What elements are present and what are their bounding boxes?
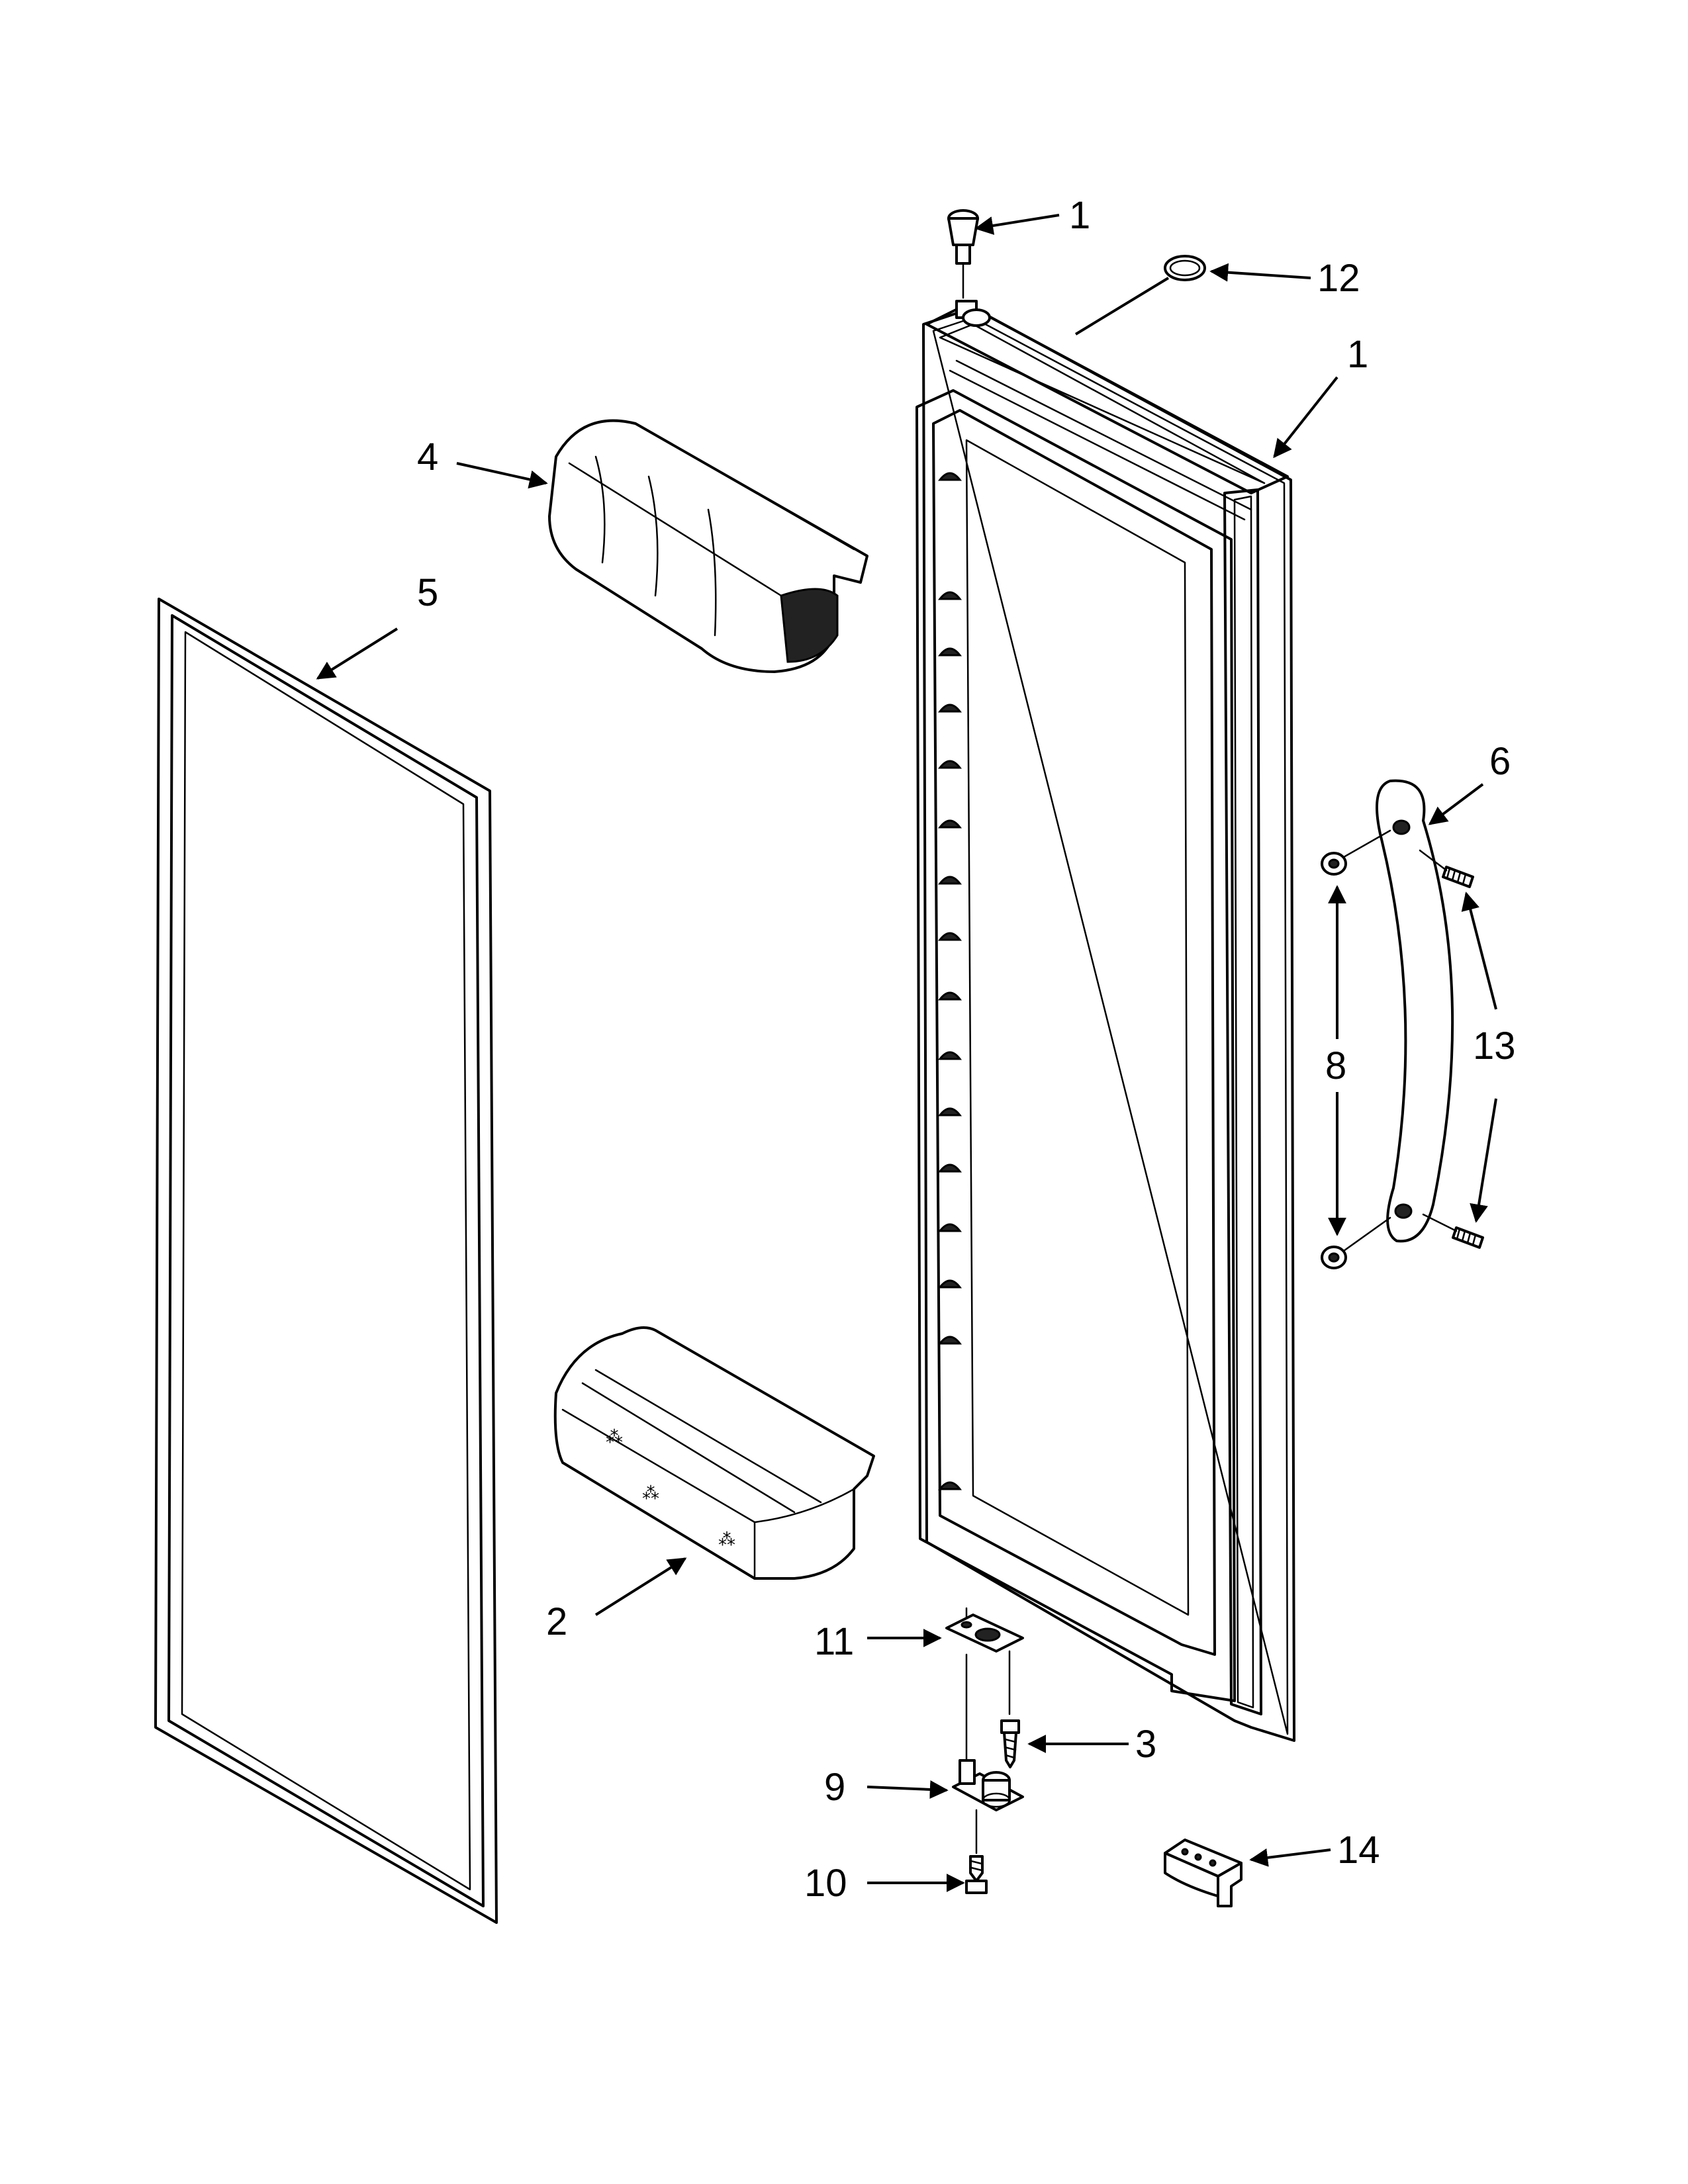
callout-3: 3 [1027, 1723, 1156, 1766]
part-8-handle-spacers [1321, 829, 1391, 1269]
callout-7: 1 [974, 194, 1090, 237]
callout-label-9: 9 [824, 1766, 845, 1809]
callout-6: 6 [1428, 740, 1511, 825]
callout-4: 4 [417, 435, 548, 489]
part-14-hinge-cover [1164, 1839, 1243, 1907]
callout-label-10: 10 [804, 1862, 847, 1905]
callout-12: 12 [1209, 257, 1360, 300]
part-1-door-assembly [915, 300, 1295, 1742]
callout-11: 11 [814, 1620, 942, 1663]
part-11-hinge-shim [945, 1607, 1024, 1715]
callout-label-2: 2 [546, 1600, 567, 1643]
callout-8: 8 [1325, 885, 1346, 1236]
callout-13: 13 [1461, 891, 1516, 1223]
svg-text:⁂: ⁂ [606, 1427, 623, 1447]
callout-9: 9 [824, 1766, 949, 1809]
part-10-screw [965, 1855, 988, 1894]
callout-label-4: 4 [417, 435, 438, 478]
part-2-lower-bin: ⁂ ⁂ ⁂ [553, 1326, 875, 1580]
callout-2: 2 [546, 1557, 687, 1643]
callout-label-14: 14 [1337, 1829, 1380, 1872]
callout-label-7: 1 [1069, 194, 1090, 237]
part-6-door-handle [1376, 779, 1454, 1243]
callout-label-3: 3 [1135, 1723, 1156, 1766]
part-9-bottom-hinge [952, 1653, 1024, 1854]
callout-1: 1 [1273, 333, 1368, 459]
callout-label-1: 1 [1347, 333, 1368, 376]
callout-label-13: 13 [1473, 1024, 1516, 1068]
svg-text:⁂: ⁂ [718, 1529, 735, 1549]
callout-label-12: 12 [1317, 257, 1360, 300]
part-5-door-gasket [154, 598, 498, 1924]
part-3-screw [1000, 1719, 1020, 1768]
part-13-set-screws [1419, 849, 1484, 1249]
callout-label-6: 6 [1489, 740, 1511, 783]
callout-14: 14 [1249, 1829, 1380, 1872]
callout-label-8: 8 [1325, 1044, 1346, 1087]
part-12-washer [1074, 255, 1206, 336]
callout-10: 10 [804, 1862, 965, 1905]
callout-label-5: 5 [417, 571, 438, 614]
part-4-upper-bin [548, 419, 868, 673]
callout-5: 5 [316, 571, 438, 680]
callout-label-11: 11 [814, 1620, 854, 1663]
svg-text:⁂: ⁂ [642, 1483, 659, 1503]
part-7-hinge-bushing [947, 209, 979, 299]
shelf-studs [937, 472, 962, 1490]
